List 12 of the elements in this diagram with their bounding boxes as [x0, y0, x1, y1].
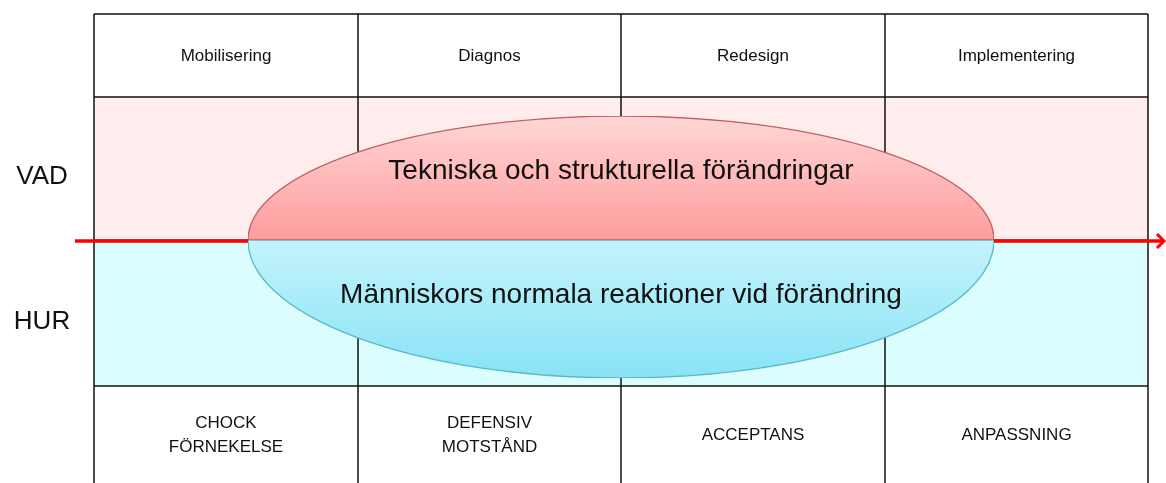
stage-label: ACCEPTANS	[701, 423, 805, 446]
stage-label: ANPASSNING	[961, 423, 1072, 446]
ellipse-text: Tekniska och strukturella förändringar	[388, 154, 854, 185]
column-heading: Mobilisering	[180, 44, 272, 67]
stage-label: DEFENSIV MOTSTÅND	[440, 411, 539, 458]
row-label: VAD	[16, 158, 68, 192]
ellipse-text: Människors normala reaktioner vid förändring	[340, 278, 902, 309]
stage-label: CHOCK FÖRNEKELSE	[167, 411, 285, 458]
column-heading: Redesign	[717, 44, 789, 67]
row-label: HUR	[13, 303, 71, 337]
column-heading: Diagnos	[458, 44, 521, 67]
column-heading: Implementering	[957, 44, 1076, 67]
